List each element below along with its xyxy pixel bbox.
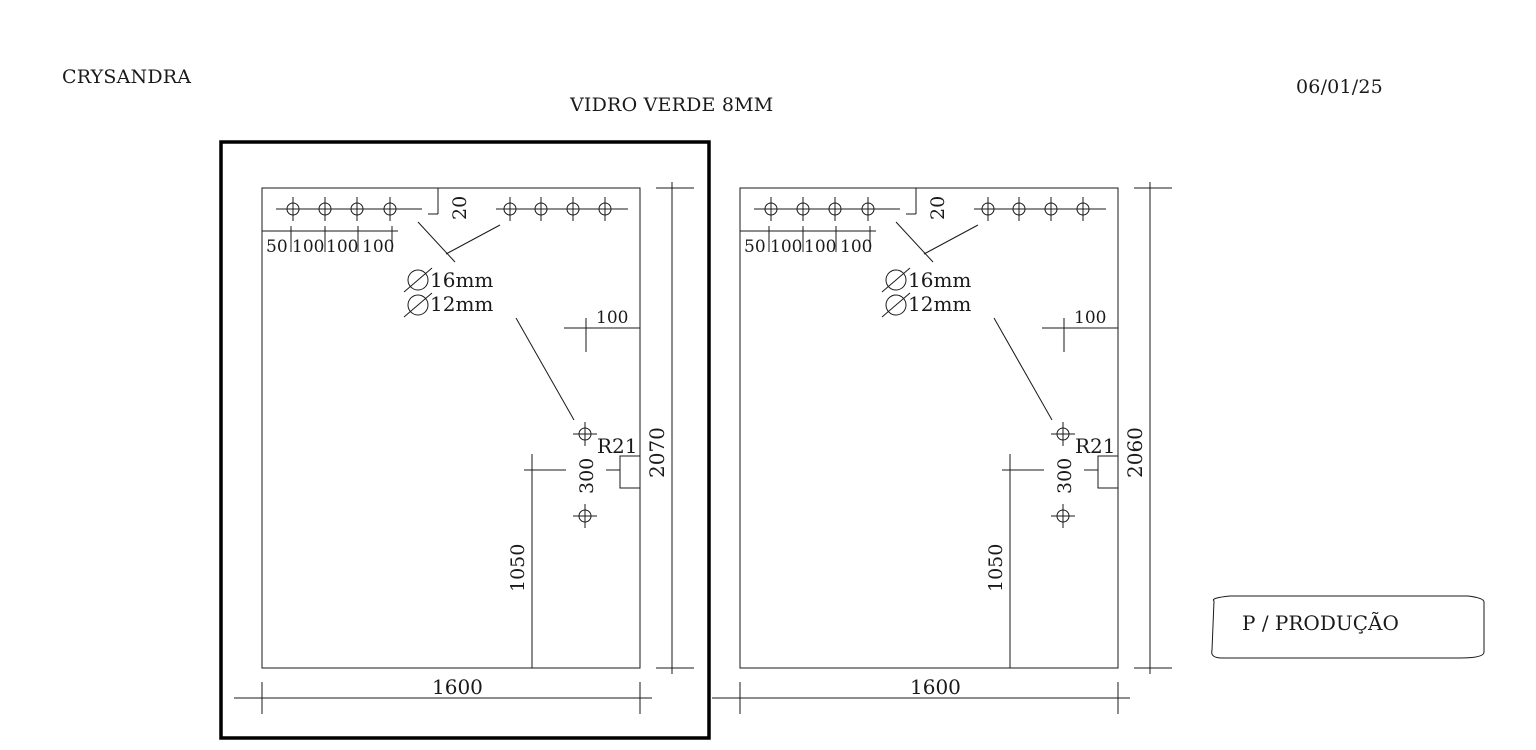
height-dim-label: 2070: [645, 427, 669, 478]
diameter-16-label: 16mm: [908, 268, 971, 292]
diameter-12-symbol: [881, 292, 911, 318]
lower-height-label: 1050: [985, 544, 1007, 592]
top-offset-label: 100: [770, 237, 802, 257]
top-offset-label: 100: [804, 237, 836, 257]
diameter-slash: [403, 292, 433, 318]
diameter-slash: [403, 267, 433, 293]
radius-label: R21: [1075, 434, 1116, 458]
diameter-16-symbol: [403, 267, 433, 293]
radius-label: R21: [597, 434, 638, 458]
client-name: CRYSANDRA: [62, 66, 192, 88]
top-offset-label: 100: [840, 237, 872, 257]
side-hole-lower: [1051, 504, 1075, 528]
top-offset-label: 100: [292, 237, 324, 257]
hinge-notch: [619, 455, 640, 489]
diameter-circle: [885, 269, 907, 291]
leader-line: [895, 221, 934, 263]
side-hole-upper: [1051, 422, 1075, 446]
top-offset-label: 100: [362, 237, 394, 257]
leader-line: [993, 317, 1053, 421]
top-offset-label: 100: [326, 237, 358, 257]
top-offset-label: 50: [266, 237, 288, 257]
side-hole-upper: [573, 422, 597, 446]
diameter-16-label: 16mm: [430, 268, 493, 292]
leader-line: [417, 221, 456, 263]
diameter-circle: [885, 294, 907, 316]
side-hole-lower: [573, 504, 597, 528]
width-dim-label: 1600: [910, 675, 961, 699]
diameter-12-label: 12mm: [430, 292, 493, 316]
leader-line: [515, 317, 575, 421]
material-title: VIDRO VERDE 8MM: [570, 94, 774, 116]
diameter-slash: [881, 267, 911, 293]
diameter-12-symbol: [403, 292, 433, 318]
diameter-slash: [881, 292, 911, 318]
selection-frame[interactable]: [219, 140, 711, 740]
hinge-notch: [1097, 455, 1118, 489]
hole-spacing-label: 300: [576, 458, 598, 494]
glass-outline: [261, 187, 641, 669]
drawing-date: 06/01/25: [1296, 76, 1383, 98]
production-stamp-frame: [1211, 595, 1485, 659]
width-dim-label: 1600: [432, 675, 483, 699]
side-offset-label: 100: [1074, 308, 1106, 328]
hole-spacing-label: 300: [1054, 458, 1076, 494]
leader-line: [445, 224, 501, 255]
glass-outline: [739, 187, 1119, 669]
diameter-16-symbol: [881, 267, 911, 293]
lower-height-label: 1050: [507, 544, 529, 592]
height-dim-label: 2060: [1123, 427, 1147, 478]
side-offset-label: 100: [596, 308, 628, 328]
diameter-12-label: 12mm: [908, 292, 971, 316]
diameter-circle: [407, 269, 429, 291]
top-gap-label: 20: [449, 196, 471, 220]
diameter-circle: [407, 294, 429, 316]
production-stamp-label: P / PRODUÇÃO: [1242, 611, 1399, 635]
top-offset-label: 50: [744, 237, 766, 257]
top-gap-label: 20: [927, 196, 949, 220]
leader-line: [923, 224, 979, 255]
